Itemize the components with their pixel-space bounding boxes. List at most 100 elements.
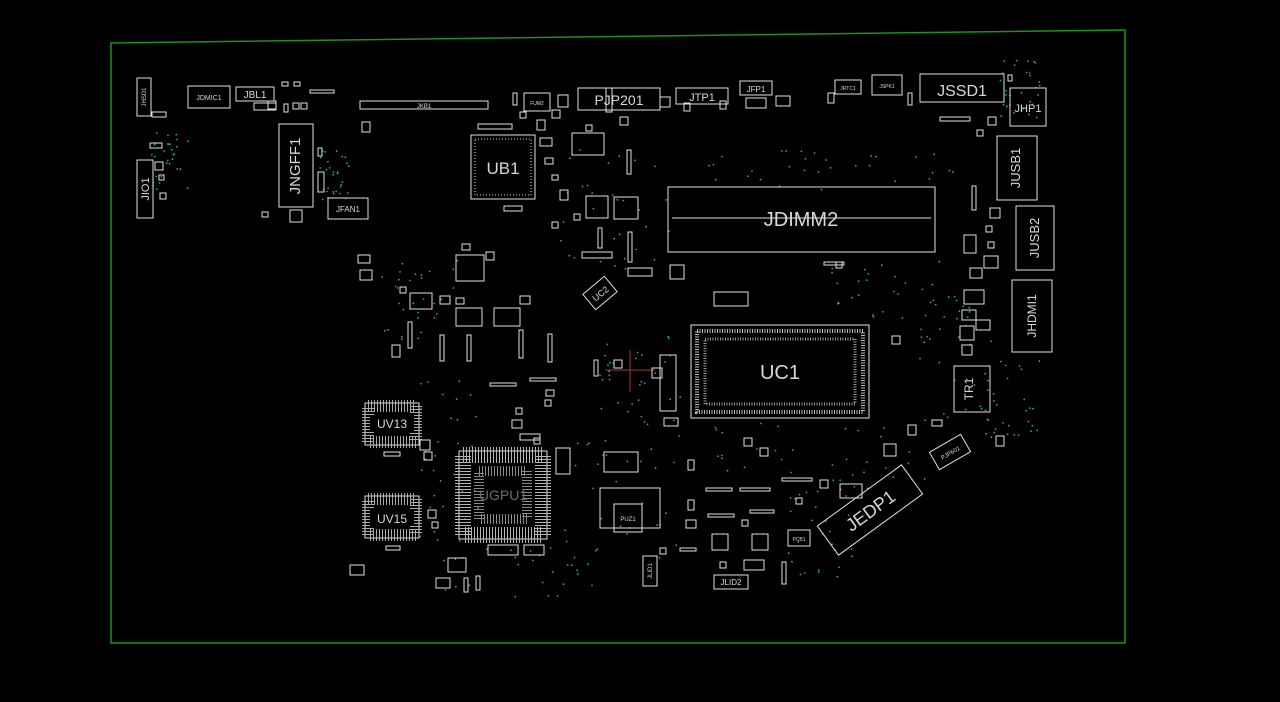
connector-pjp601[interactable]: PJP601 — [928, 433, 972, 471]
via — [654, 466, 657, 469]
connector-jedp1[interactable]: JEDP1 — [816, 464, 924, 556]
connector-jrtc1[interactable]: JRTC1 — [834, 79, 862, 95]
smd-component — [149, 142, 163, 149]
connector-jbl1[interactable]: JBL1 — [235, 86, 275, 102]
smd-component — [975, 319, 991, 331]
via — [994, 428, 997, 430]
connector-jfan1[interactable]: JFAN1 — [327, 197, 369, 220]
component-tr1[interactable]: TR1 — [953, 365, 991, 413]
via — [654, 372, 657, 374]
via — [1028, 113, 1030, 116]
smd-component — [603, 451, 639, 473]
via — [932, 299, 935, 302]
via — [171, 158, 174, 161]
via — [635, 248, 638, 251]
via — [875, 155, 877, 158]
jrtc1-label: JRTC1 — [840, 86, 856, 92]
via — [420, 277, 423, 279]
smd-component — [533, 437, 541, 445]
smd-component — [383, 451, 401, 457]
via — [679, 396, 682, 399]
smd-component — [154, 161, 164, 171]
connector-jhsd1[interactable]: JHSD1 — [136, 77, 152, 117]
connector-jlid2[interactable]: JLID2 — [713, 574, 749, 590]
smd-component — [599, 487, 661, 529]
connector-jio1[interactable]: JIO1 — [136, 159, 154, 219]
chip-uc1[interactable]: UC1 — [690, 324, 870, 419]
smd-component — [989, 207, 1001, 219]
connector-jdimm2[interactable]: JDIMM2 — [667, 186, 936, 253]
via — [151, 153, 153, 156]
via — [938, 328, 941, 331]
chip-puz1[interactable]: PUZ1 — [613, 503, 643, 533]
via — [608, 378, 611, 381]
via — [640, 380, 643, 383]
connector-jhp1[interactable]: JHP1 — [1009, 87, 1047, 127]
chip-ugpu1[interactable]: UGPU1 — [455, 447, 551, 543]
via — [319, 167, 322, 169]
connector-jfp1[interactable]: JFP1 — [739, 80, 773, 96]
via — [176, 138, 178, 141]
via — [597, 463, 599, 465]
via — [928, 178, 931, 180]
via — [428, 270, 431, 273]
via — [1038, 360, 1041, 363]
via — [347, 165, 350, 168]
via — [799, 573, 802, 576]
via — [346, 162, 348, 165]
chip-ub1[interactable]: UB1 — [470, 134, 536, 200]
smd-component — [683, 102, 691, 112]
via — [186, 187, 189, 190]
via — [923, 478, 926, 480]
via — [933, 153, 935, 156]
connector-pjp201[interactable]: PJP201 — [577, 87, 661, 111]
jspk1-label: JSPK1 — [879, 84, 895, 90]
via — [631, 403, 634, 405]
connector-jkb1[interactable]: JKB1 — [359, 100, 489, 110]
via — [675, 544, 678, 546]
connector-jtp1[interactable]: JTP1 — [675, 87, 729, 105]
jlid2-label: JLID2 — [721, 578, 742, 587]
component-fum2[interactable]: FUM2 — [523, 92, 551, 112]
chip-uv15[interactable]: UV15 — [362, 493, 422, 541]
connector-jssd1[interactable]: JSSD1 — [919, 73, 1005, 103]
connector-jdmic1[interactable]: JDMIC1 — [187, 85, 231, 109]
connector-jlid1[interactable]: JLID1 — [642, 555, 658, 587]
via — [619, 525, 622, 528]
jdmic1-label: JDMIC1 — [196, 95, 221, 102]
via — [617, 401, 619, 404]
smd-component — [455, 307, 483, 327]
via — [1029, 100, 1032, 103]
smd-component — [711, 533, 729, 551]
component-pcb1[interactable]: PCB1 — [787, 529, 811, 547]
via — [408, 279, 411, 282]
connector-jusb1[interactable]: JUSB1 — [996, 135, 1038, 201]
smd-component — [293, 81, 301, 87]
via — [839, 479, 842, 482]
connector-jusb2[interactable]: JUSB2 — [1015, 205, 1055, 271]
via — [570, 564, 573, 567]
smd-component — [292, 102, 300, 110]
connector-jspk1[interactable]: JSPK1 — [871, 74, 903, 96]
via — [803, 169, 806, 172]
chip-uv13[interactable]: UV13 — [362, 400, 422, 448]
via — [990, 436, 993, 438]
via — [433, 302, 435, 305]
smd-component — [551, 109, 561, 119]
via — [560, 239, 562, 242]
connector-jhdmi1[interactable]: JHDMI1 — [1011, 279, 1053, 353]
via — [987, 389, 989, 391]
connector-jngff1[interactable]: JNGFF1 — [278, 123, 314, 208]
via — [831, 543, 833, 546]
via — [514, 556, 517, 559]
via — [870, 155, 873, 158]
chip-uc2[interactable]: UC2 — [582, 275, 618, 311]
smd-component — [571, 132, 605, 156]
via — [1003, 60, 1006, 62]
smd-component — [300, 102, 308, 110]
via — [665, 199, 668, 201]
via — [984, 372, 987, 375]
via — [1018, 365, 1021, 367]
